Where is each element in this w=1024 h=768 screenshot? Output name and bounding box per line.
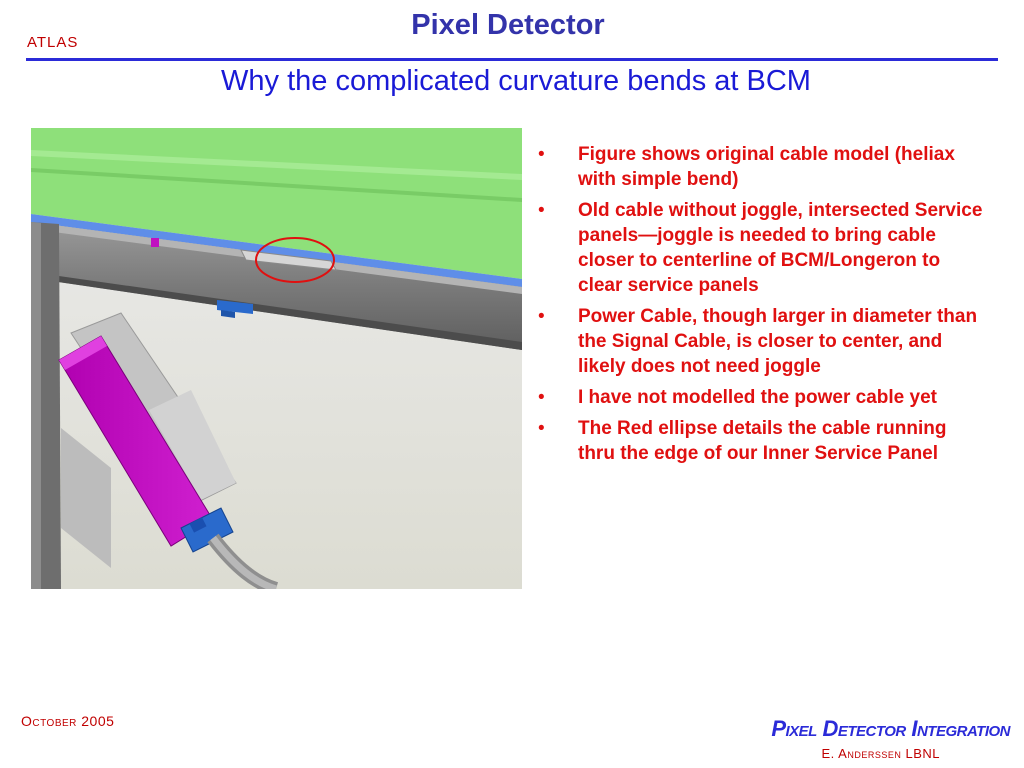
bullet-item: • Old cable without joggle, intersected S…	[536, 198, 986, 298]
atlas-logo: ATLAS	[27, 34, 79, 51]
grey-bracket-face	[149, 390, 236, 500]
bullet-text: Figure shows original cable model (helia…	[578, 144, 955, 190]
bullet-glyph: •	[538, 200, 545, 221]
blue-connector	[180, 507, 234, 553]
bcm-block-top	[59, 336, 107, 370]
footer-author: E. Anderssen LBNL	[821, 746, 940, 761]
cable-model-render	[31, 128, 522, 589]
bullet-item: • Power Cable, though larger in diameter …	[536, 304, 986, 379]
bullet-item: • Figure shows original cable model (heli…	[536, 142, 986, 192]
connector-nut	[189, 517, 207, 533]
bullet-item: • I have not modelled the power cable yet	[536, 385, 986, 410]
service-panel	[31, 128, 522, 279]
panel-edge-strip	[31, 214, 522, 287]
bullet-text: Old cable without joggle, intersected Se…	[578, 200, 983, 296]
bullet-glyph: •	[538, 387, 545, 408]
title-divider	[26, 58, 998, 61]
clip-upper-foot	[221, 310, 235, 318]
clip-upper	[217, 300, 253, 314]
bullet-list: • Figure shows original cable model (heli…	[536, 142, 986, 472]
bullet-glyph: •	[538, 306, 545, 327]
bullet-text: The Red ellipse details the cable runnin…	[578, 418, 947, 464]
bullet-text: I have not modelled the power cable yet	[578, 387, 937, 408]
magenta-tab	[151, 238, 159, 247]
bullet-item: • The Red ellipse details the cable runni…	[536, 416, 986, 466]
slide-title: Pixel Detector	[411, 9, 605, 41]
bullet-glyph: •	[538, 418, 545, 439]
panel-groove	[31, 168, 522, 202]
footer-date: October 2005	[21, 713, 115, 729]
longeron-beam	[31, 222, 522, 350]
cable-segment	[240, 249, 337, 271]
footer-brand: Pixel Detector Integration	[771, 716, 1010, 741]
support-strut	[61, 428, 111, 568]
beam-bottom-edge	[31, 272, 522, 350]
bullet-glyph: •	[538, 144, 545, 165]
bullet-text: Power Cable, though larger in diameter t…	[578, 306, 978, 377]
panel-highlight	[31, 150, 522, 180]
signal-cable-highlight	[210, 535, 278, 589]
cable-model-figure	[31, 128, 522, 589]
left-post-face	[31, 222, 41, 589]
highlight-ellipse	[255, 237, 335, 283]
slide-subtitle: Why the complicated curvature bends at B…	[221, 65, 811, 97]
